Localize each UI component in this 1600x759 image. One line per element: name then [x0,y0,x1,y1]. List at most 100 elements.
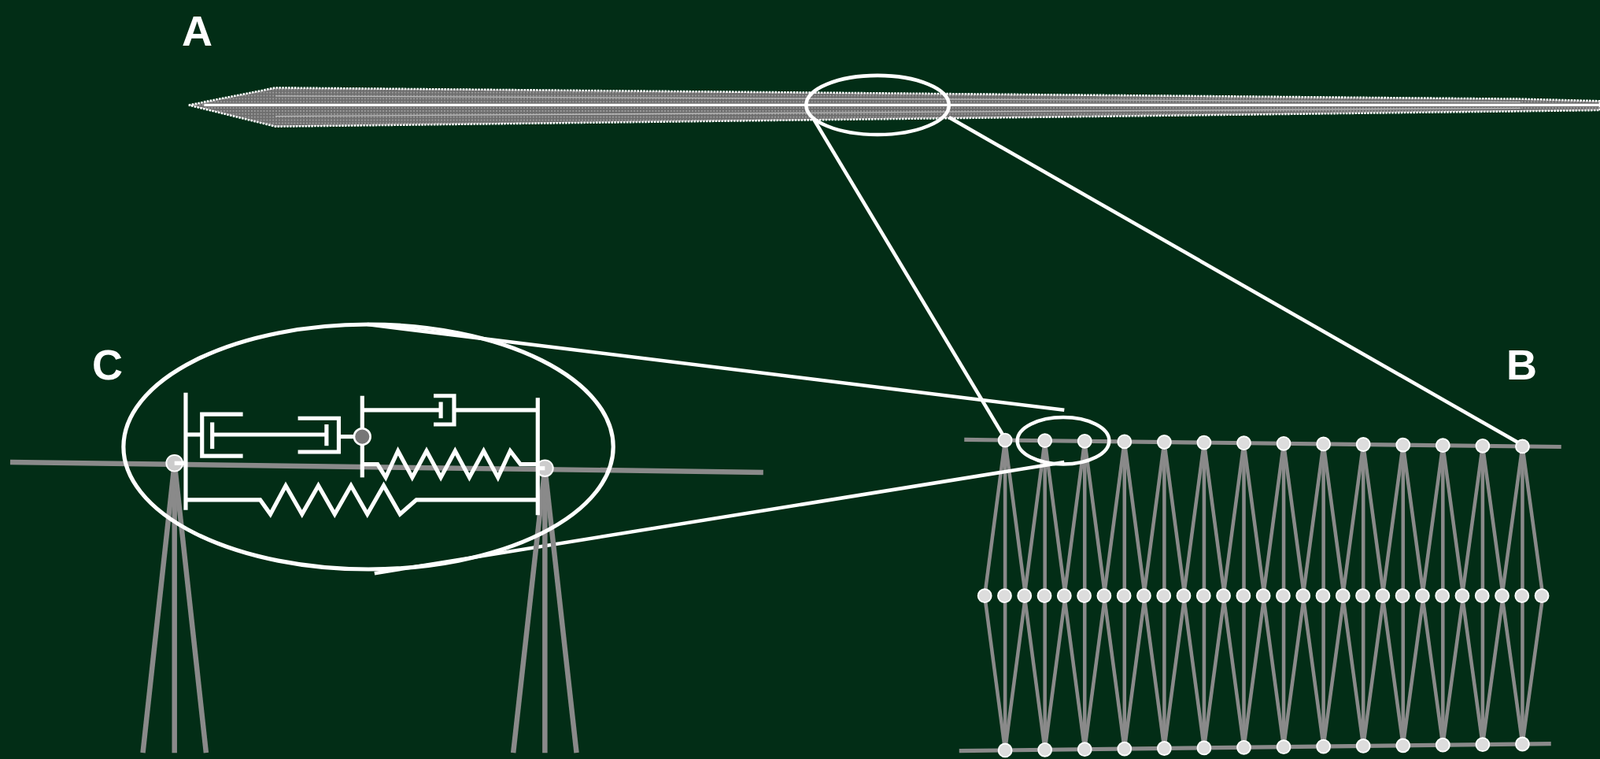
lattice-bar [1522,446,1543,596]
lattice-bar [1482,445,1504,595]
lattice-bar [1162,441,1167,595]
panel-label-wrap: C [92,343,123,386]
lattice-bar [1363,444,1384,596]
lattice-bar [1104,595,1125,749]
lattice-bar [1303,595,1324,747]
lattice-bar [1082,440,1087,595]
lattice-bar [1363,595,1384,747]
lattice-bar [1462,595,1483,745]
lattice-node [998,743,1013,758]
lattice-node [1077,588,1091,603]
lattice-bar [1522,595,1543,744]
lattice-node [1236,588,1250,603]
lattice-bar [1441,595,1445,746]
lattice-node [1197,588,1211,603]
lattice-bar [1204,442,1225,596]
lattice-bar [1143,441,1164,595]
lattice-node [978,588,992,603]
lattice-bar [1024,440,1046,596]
lattice-bar [1342,444,1364,596]
lattice-bar [1481,445,1486,595]
lattice-node [1435,588,1449,603]
lattice-node [1277,436,1291,451]
zoom-ellipse [805,75,950,135]
lattice-node [1177,588,1191,603]
lattice-node [1038,742,1052,757]
lattice-node [1137,588,1151,603]
lattice-bar [1202,442,1207,596]
lattice-bar [1282,595,1286,747]
lattice-bar [1323,595,1345,747]
lattice-bar [1361,444,1366,596]
lattice-node [1475,588,1490,603]
lattice-bar [1163,595,1185,749]
lattice-node [1356,739,1371,753]
lattice-node [1078,742,1092,756]
lattice-node [1237,436,1251,450]
lattice-bar [1241,595,1246,748]
lattice-bar [1202,595,1207,748]
lattice-node [1038,433,1052,448]
lattice-bar [1442,445,1464,596]
lattice-bar [1502,595,1523,744]
lattice-bar [984,595,1006,751]
lattice-bar [1163,441,1185,595]
lattice-node [1436,738,1450,752]
lattice-node [1475,737,1490,751]
lattice-bar [1263,443,1284,595]
lattice-bar [1462,445,1483,595]
lattice-node [1336,588,1350,603]
lattice-bar [1382,444,1404,596]
lattice-bar [1382,595,1404,746]
lattice-node [1017,588,1031,603]
lattice-bar [1441,445,1445,596]
lattice-node [1415,588,1430,603]
lattice-node [1436,438,1450,452]
lattice-node [1396,588,1410,603]
lattice-bar [1003,439,1008,596]
lattice-node [1256,588,1271,603]
lattice-bar [1124,441,1146,596]
lattice-bar [1244,595,1265,748]
lattice-bar [1005,595,1026,751]
element-detail [10,324,764,753]
lattice-node [1495,588,1509,603]
lattice-bar [1064,595,1085,750]
lattice-node [998,433,1013,448]
lattice-bar [1204,595,1225,748]
lattice-bar [1123,595,1128,749]
lattice-bar [1005,439,1026,596]
lattice-bar [1400,444,1405,596]
lattice-bar [1082,595,1087,750]
lattice-bar [1104,441,1125,596]
lattice-node [1316,588,1331,603]
lattice-bar [1143,595,1164,749]
lattice-bar [1241,443,1246,596]
panel-label: A [181,9,213,52]
lattice-bar [1244,443,1265,596]
lattice-bar [1124,595,1146,749]
lattice-node [1057,588,1072,603]
lattice-node [1157,741,1172,755]
lattice-node [1296,588,1310,603]
lattice-node [1038,588,1052,603]
lattice-bar [1321,595,1326,747]
lattice-node [1117,588,1131,603]
lattice-bar [1024,595,1046,751]
lattice-node [997,588,1012,603]
lattice-node [1157,435,1172,449]
lattice-bar [1263,595,1284,747]
lattice-bar [1283,443,1305,595]
lattice-bar [984,439,1006,596]
lattice-node [1396,438,1410,452]
lattice-node [1356,588,1370,603]
zoom-line [949,117,1519,443]
lattice-node [1216,588,1231,603]
lattice-node [1396,738,1410,752]
lattice-node [1515,439,1530,454]
lattice-node [1455,588,1470,603]
lattice-bar [1223,595,1245,748]
lattice-node [1237,740,1251,754]
lattice-bar [1342,595,1364,747]
